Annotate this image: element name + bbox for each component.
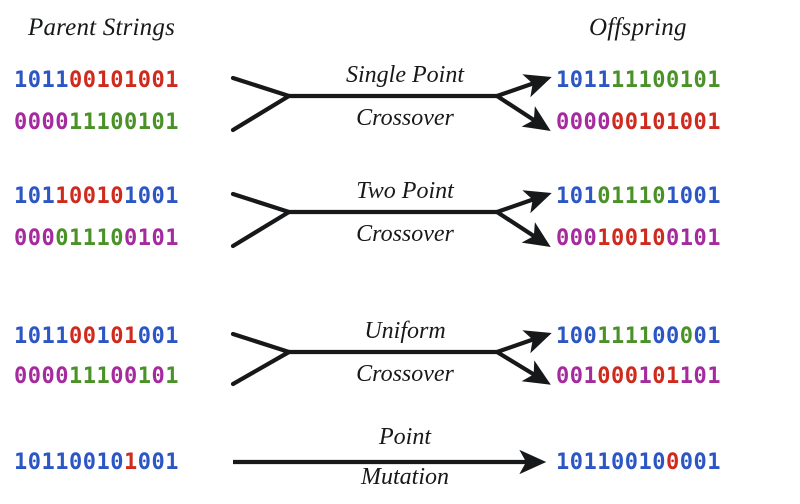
row3-offspring-1-segment-2: 00 bbox=[652, 324, 680, 349]
row1-offspring-1: 101111100101 bbox=[556, 70, 721, 92]
row3-offspring-1-segment-4: 01 bbox=[693, 324, 721, 349]
row2-offspring-1-segment-1: 01110 bbox=[597, 184, 666, 209]
row2-offspring-2-segment-0: 000 bbox=[556, 226, 598, 251]
row3-parent-1-segment-1: 00 bbox=[68, 324, 97, 349]
row2-operator-label-line1: Two Point bbox=[356, 178, 454, 204]
row2-parent-2-segment-0: 000 bbox=[14, 226, 56, 251]
row2-offspring-1: 101011101001 bbox=[556, 186, 721, 208]
row1-parent-1-segment-0: 1011 bbox=[14, 68, 69, 93]
row3-parent-1-segment-0: 1011 bbox=[14, 324, 69, 349]
row4-offspring-1: 101100100001 bbox=[556, 452, 721, 474]
row1-offspring-2-segment-1: 00101001 bbox=[610, 110, 721, 135]
row3-operator-label-line1: Uniform bbox=[364, 318, 446, 344]
row2-parent-2: 000011100101 bbox=[14, 228, 179, 250]
row3-parent-2-segment-0: 0000 bbox=[14, 364, 69, 389]
row3-offspring-1-segment-1: 1111 bbox=[597, 324, 653, 349]
row3-offspring-2-segment-4: 101 bbox=[679, 364, 721, 389]
row3-offspring-1-segment-3: 0 bbox=[679, 324, 694, 349]
row1-offspring-2-segment-0: 0000 bbox=[556, 110, 611, 135]
row3-offspring-2-segment-3: 01 bbox=[652, 364, 680, 389]
row4-parent-1: 101100101001 bbox=[14, 452, 179, 474]
row3-offspring-2-segment-2: 1 bbox=[638, 364, 653, 389]
row1-parent-2-segment-1: 11100101 bbox=[68, 110, 179, 135]
parent-strings-heading: Parent Strings bbox=[28, 14, 176, 41]
row1-parent-2-segment-0: 0000 bbox=[14, 110, 69, 135]
row2-parent-1-segment-1: 10010 bbox=[55, 184, 124, 209]
row1-parent-1: 101100101001 bbox=[14, 70, 179, 92]
row4-offspring-1-segment-2: 001 bbox=[679, 450, 721, 475]
row3-parent-1-segment-3: 01 bbox=[110, 324, 138, 349]
row2-parent-1-segment-2: 1001 bbox=[123, 184, 179, 209]
row4-operator-label-line2: Mutation bbox=[361, 464, 449, 490]
row4-parent-1-segment-1: 1 bbox=[123, 450, 138, 475]
row3-offspring-2-segment-1: 000 bbox=[597, 364, 639, 389]
row2-offspring-2-segment-2: 0101 bbox=[665, 226, 721, 251]
row3-parent-1-segment-2: 1 bbox=[96, 324, 111, 349]
row3-parent-1-segment-4: 001 bbox=[137, 324, 179, 349]
row3-parent-2-segment-2: 00 bbox=[110, 364, 138, 389]
row4-parent-1-segment-0: 10110010 bbox=[14, 450, 124, 475]
row2-parent-2-segment-2: 0101 bbox=[123, 226, 179, 251]
row1-operator-label-line1: Single Point bbox=[346, 62, 464, 88]
row1-parent-1-segment-1: 00101001 bbox=[68, 68, 179, 93]
row1-offspring-1-segment-0: 1011 bbox=[556, 68, 611, 93]
row3-offspring-1-segment-0: 100 bbox=[556, 324, 598, 349]
row3-parent-2-segment-5: 1 bbox=[165, 364, 179, 389]
offspring-heading: Offspring bbox=[589, 14, 687, 41]
row1-operator-label-line2: Crossover bbox=[356, 105, 454, 131]
row2-parent-2-segment-1: 01110 bbox=[55, 226, 124, 251]
row1-parent-2: 000011100101 bbox=[14, 112, 179, 134]
row4-offspring-1-segment-1: 0 bbox=[665, 450, 680, 475]
row3-parent-2-segment-3: 1 bbox=[137, 364, 152, 389]
row1-offspring-2: 000000101001 bbox=[556, 112, 721, 134]
row2-parent-1-segment-0: 101 bbox=[14, 184, 56, 209]
row1-offspring-1-segment-1: 11100101 bbox=[610, 68, 721, 93]
row4-parent-1-segment-2: 001 bbox=[137, 450, 179, 475]
row3-offspring-2: 001000101101 bbox=[556, 366, 721, 388]
row3-parent-2-segment-1: 111 bbox=[68, 364, 111, 389]
row2-offspring-2-segment-1: 10010 bbox=[597, 226, 666, 251]
row3-operator-label-line2: Crossover bbox=[356, 361, 454, 387]
row4-operator-label-line1: Point bbox=[379, 424, 431, 450]
row2-offspring-1-segment-2: 1001 bbox=[665, 184, 721, 209]
row3-parent-2-segment-4: 0 bbox=[151, 364, 166, 389]
row3-offspring-2-segment-0: 001 bbox=[556, 364, 598, 389]
row3-offspring-1: 100111100001 bbox=[556, 326, 721, 348]
row2-offspring-2: 000100100101 bbox=[556, 228, 721, 250]
row2-offspring-1-segment-0: 101 bbox=[556, 184, 598, 209]
row4-offspring-1-segment-0: 10110010 bbox=[556, 450, 666, 475]
row3-parent-1: 101100101001 bbox=[14, 326, 179, 348]
row2-parent-1: 101100101001 bbox=[14, 186, 179, 208]
row3-parent-2: 000011100101 bbox=[14, 366, 179, 388]
row2-operator-label-line2: Crossover bbox=[356, 221, 454, 247]
